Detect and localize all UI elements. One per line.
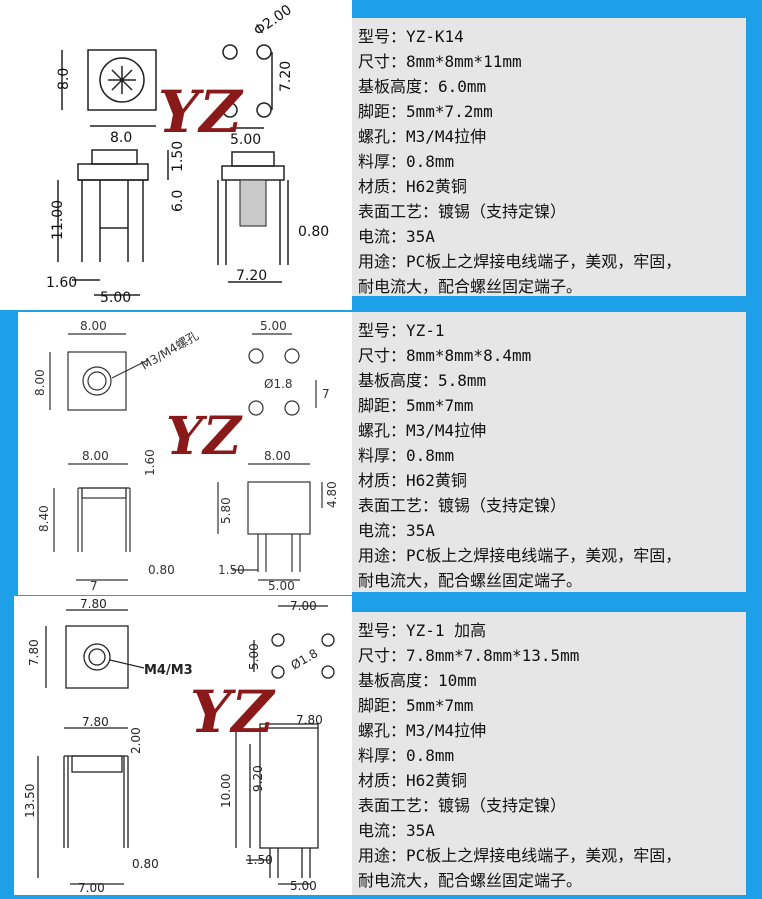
spec-usage-cont: 耐电流大，配合螺丝固定端子。 — [358, 871, 583, 890]
yz-logo: YZ — [166, 406, 243, 467]
spec-usage: 用途：PC板上之焊接电线端子，美观，牢固， — [358, 846, 682, 865]
dim-r-pitch: 5.00 — [290, 879, 317, 893]
dim-r-pitch: 5.00 — [268, 579, 295, 593]
svg-text:YZ: YZ — [158, 78, 244, 146]
spec-material: 材质：H62黄铜 — [358, 177, 467, 196]
spec-base-height: 基板高度：5.8mm — [358, 371, 487, 390]
spec-screw: 螺孔：M3/M4拉伸 — [358, 127, 487, 146]
spec-model: 型号：YZ-1 — [358, 321, 445, 340]
spec-usage-cont: 耐电流大，配合螺丝固定端子。 — [358, 277, 583, 296]
spec-thickness: 料厚：0.8mm — [358, 152, 455, 171]
drawing-yz-1: 8.00 8.00 M3/M4螺孔 5.00 Ø1.8 7 1.60 8.00 … — [33, 319, 339, 593]
dim-pitch2: 5.00 — [100, 290, 131, 306]
spec-current: 电流：35A — [358, 821, 435, 840]
spec-box-3: 型号：YZ-1 加高 尺寸：7.8mm*7.8mm*13.5mm 基板高度：10… — [352, 612, 746, 895]
spec-base-height: 基板高度：6.0mm — [358, 77, 487, 96]
product-panel-1: Φ2.00 8.0 8.0 7.20 5.00 1.50 6.0 11.00 1… — [0, 0, 352, 310]
product-panel-3: 7.80 7.80 M4/M3 7.00 5.00 Ø1.8 7.80 2.00… — [14, 596, 352, 895]
dim-pitch-y: 7 — [322, 387, 330, 401]
dim-top: 2.00 — [129, 727, 143, 754]
dim-height: 8.00 — [33, 369, 47, 396]
yz-logo: YZ — [190, 678, 276, 746]
dim-pitch-x: 7.00 — [290, 599, 317, 613]
dim-thick: 0.80 — [298, 224, 329, 240]
dim-side-w: 7.80 — [82, 715, 109, 729]
dim-pitch-x: 5.00 — [260, 319, 287, 333]
spec-current: 电流：35A — [358, 227, 435, 246]
spec-thickness: 料厚：0.8mm — [358, 446, 455, 465]
dim-r-foot: 1.50 — [246, 853, 273, 867]
dim-body: 6.0 — [170, 190, 186, 212]
spec-pitch: 脚距：5mm*7mm — [358, 396, 474, 415]
spec-screw: 螺孔：M3/M4拉伸 — [358, 421, 487, 440]
dim-base: 7.20 — [236, 268, 267, 284]
spec-finish: 表面工艺：镀锡（支持定镍） — [358, 202, 567, 221]
spec-pitch: 脚距：5mm*7mm — [358, 696, 474, 715]
spec-size: 尺寸：8mm*8mm*8.4mm — [358, 346, 532, 365]
dim-total: 13.50 — [23, 784, 37, 818]
yz-logo: YZ — [158, 78, 244, 146]
spec-finish: 表面工艺：镀锡（支持定镍） — [358, 496, 567, 515]
dim-height: 8.0 — [56, 68, 72, 90]
dim-foot: 7 — [90, 579, 98, 593]
dim-total: 11.00 — [50, 200, 66, 240]
spec-current: 电流：35A — [358, 521, 435, 540]
dim-side-w2: 8.00 — [264, 449, 291, 463]
dim-pitch-x: 5.00 — [230, 132, 261, 148]
dim-top: 1.60 — [143, 449, 157, 476]
dim-hole-label: M3/M4螺孔 — [139, 328, 201, 372]
dim-thick: 0.80 — [148, 563, 175, 577]
dim-side-w: 8.00 — [82, 449, 109, 463]
dim-r-body: 9.20 — [251, 765, 265, 792]
drawing-yz-1-raised: 7.80 7.80 M4/M3 7.00 5.00 Ø1.8 7.80 2.00… — [23, 597, 335, 895]
spec-thickness: 料厚：0.8mm — [358, 746, 455, 765]
dim-r-top: 4.80 — [325, 481, 339, 508]
dim-height: 7.80 — [27, 639, 41, 666]
dim-width: 7.80 — [80, 597, 107, 611]
dim-hole-diameter: Φ2.00 — [251, 2, 295, 39]
spec-box-2: 型号：YZ-1 尺寸：8mm*8mm*8.4mm 基板高度：5.8mm 脚距：5… — [352, 312, 746, 592]
dim-total: 8.40 — [37, 505, 51, 532]
dim-base-h: 5.80 — [219, 497, 233, 524]
spec-pitch: 脚距：5mm*7.2mm — [358, 102, 493, 121]
spec-size: 尺寸：7.8mm*7.8mm*13.5mm — [358, 646, 580, 665]
dim-pitch-y: 7.20 — [278, 61, 294, 92]
product-panel-2: 8.00 8.00 M3/M4螺孔 5.00 Ø1.8 7 1.60 8.00 … — [18, 312, 352, 595]
drawing-yz-k14: Φ2.00 8.0 8.0 7.20 5.00 1.50 6.0 11.00 1… — [46, 2, 329, 306]
spec-base-height: 基板高度：10mm — [358, 671, 477, 690]
spec-model: 型号：YZ-K14 — [358, 27, 464, 46]
spec-model: 型号：YZ-1 加高 — [358, 621, 487, 640]
spec-usage: 用途：PC板上之焊接电线端子，美观，牢固， — [358, 546, 682, 565]
dim-hole-d: Ø1.8 — [289, 646, 321, 672]
dim-thick: 0.80 — [132, 857, 159, 871]
dim-pitch-y: 5.00 — [247, 643, 261, 670]
dim-r-total: 10.00 — [219, 774, 233, 808]
dim-hole-d: Ø1.8 — [264, 377, 293, 391]
dim-r-foot: 1.50 — [218, 563, 245, 577]
spec-usage: 用途：PC板上之焊接电线端子，美观，牢固， — [358, 252, 682, 271]
spec-finish: 表面工艺：镀锡（支持定镍） — [358, 796, 567, 815]
spec-size: 尺寸：8mm*8mm*11mm — [358, 52, 522, 71]
spec-box-1: 型号：YZ-K14 尺寸：8mm*8mm*11mm 基板高度：6.0mm 脚距：… — [352, 18, 746, 296]
dim-foot: 1.60 — [46, 275, 77, 291]
dim-hole-label: M4/M3 — [144, 663, 193, 678]
spec-screw: 螺孔：M3/M4拉伸 — [358, 721, 487, 740]
spec-usage-cont: 耐电流大，配合螺丝固定端子。 — [358, 571, 583, 590]
dim-width: 8.00 — [80, 319, 107, 333]
spec-material: 材质：H62黄铜 — [358, 771, 467, 790]
dim-top: 1.50 — [170, 141, 186, 172]
dim-width: 8.0 — [110, 130, 132, 146]
dim-r-w: 7.80 — [296, 713, 323, 727]
dim-foot: 7.00 — [78, 881, 105, 895]
spec-material: 材质：H62黄铜 — [358, 471, 467, 490]
